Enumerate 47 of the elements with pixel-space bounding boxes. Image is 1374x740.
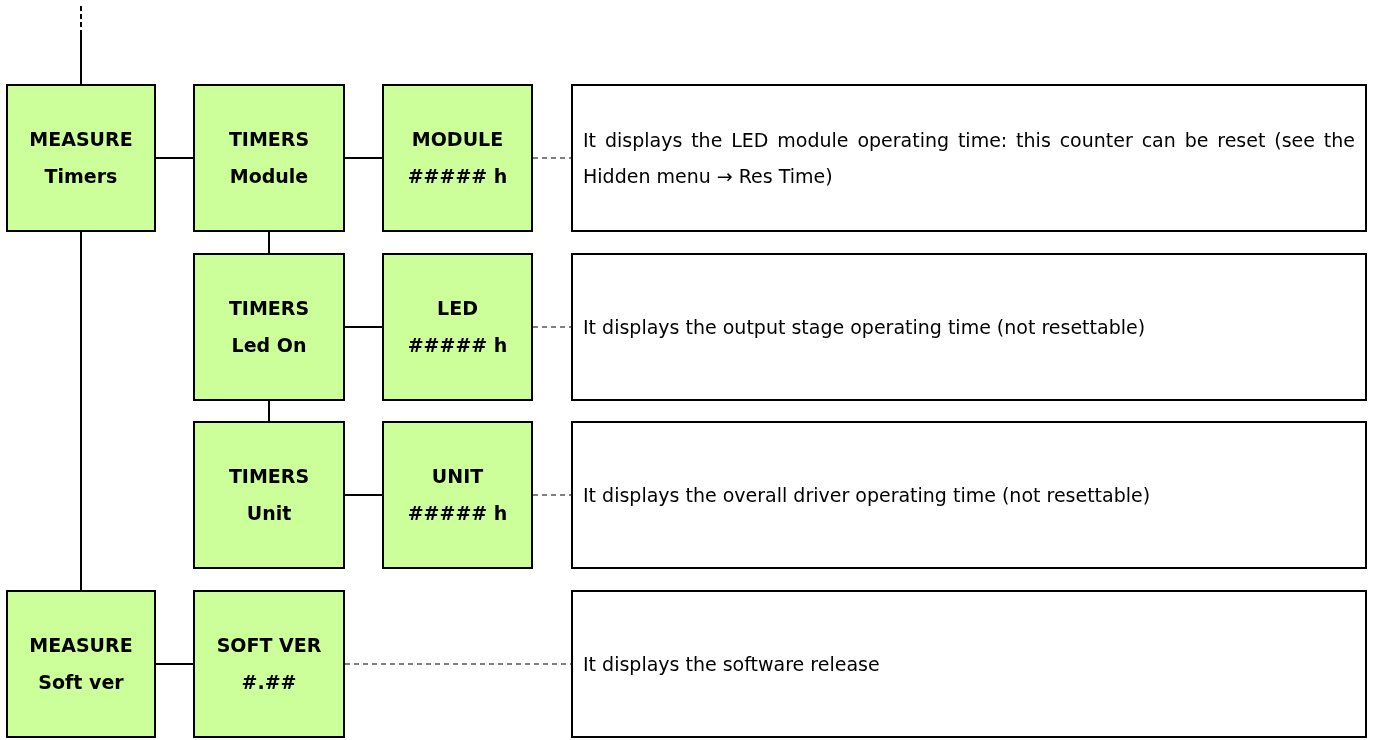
menu-label: SOFT VER [215,633,323,658]
description-text: It displays the overall driver operating time (not resettable) [583,483,1152,508]
menu-label: MODULE [410,127,505,152]
connector-line [155,663,194,665]
connector-line [80,29,82,85]
menu-label: MEASURE [28,633,134,658]
connector-line [344,494,383,496]
connector-line [268,400,270,422]
menu-label: Led On [230,333,308,358]
connector-line [532,494,572,496]
description-box [571,253,1367,401]
connector-line [532,157,572,159]
menu-box [6,84,156,232]
menu-label: TIMERS [227,464,311,489]
menu-box [193,421,345,569]
menu-box [382,253,533,401]
menu-box [382,421,533,569]
menu-label: MEASURE [28,127,134,152]
description-box [571,84,1367,232]
menu-label: LED [436,296,479,321]
connector-line [344,326,383,328]
description-box [571,590,1367,738]
menu-label: UNIT [430,464,485,489]
description-text: It displays the software release [583,652,881,677]
menu-label: #.## [240,670,298,695]
menu-label: Timers [43,164,119,189]
menu-box [382,84,533,232]
menu-label: Soft ver [37,670,125,695]
menu-box [193,84,345,232]
menu-label: TIMERS [227,127,311,152]
menu-label: ##### h [406,164,509,189]
connector-line [344,157,383,159]
connector-line [268,231,270,254]
connector-line [155,157,194,159]
menu-label: ##### h [406,333,509,358]
description-text: It displays the output stage operating time (not resettable) [583,315,1147,340]
menu-label: Module [228,164,310,189]
menu-box [193,253,345,401]
description-box [571,421,1367,569]
menu-label: Unit [245,501,293,526]
menu-box [193,590,345,738]
menu-box [6,590,156,738]
menu-label: TIMERS [227,296,311,321]
menu-label: ##### h [406,501,509,526]
connector-line [80,231,82,591]
description-text: It displays the LED module operating time: this counter can be reset (see the Hidden menu → Res Time) [583,128,1355,189]
connector-line [532,326,572,328]
